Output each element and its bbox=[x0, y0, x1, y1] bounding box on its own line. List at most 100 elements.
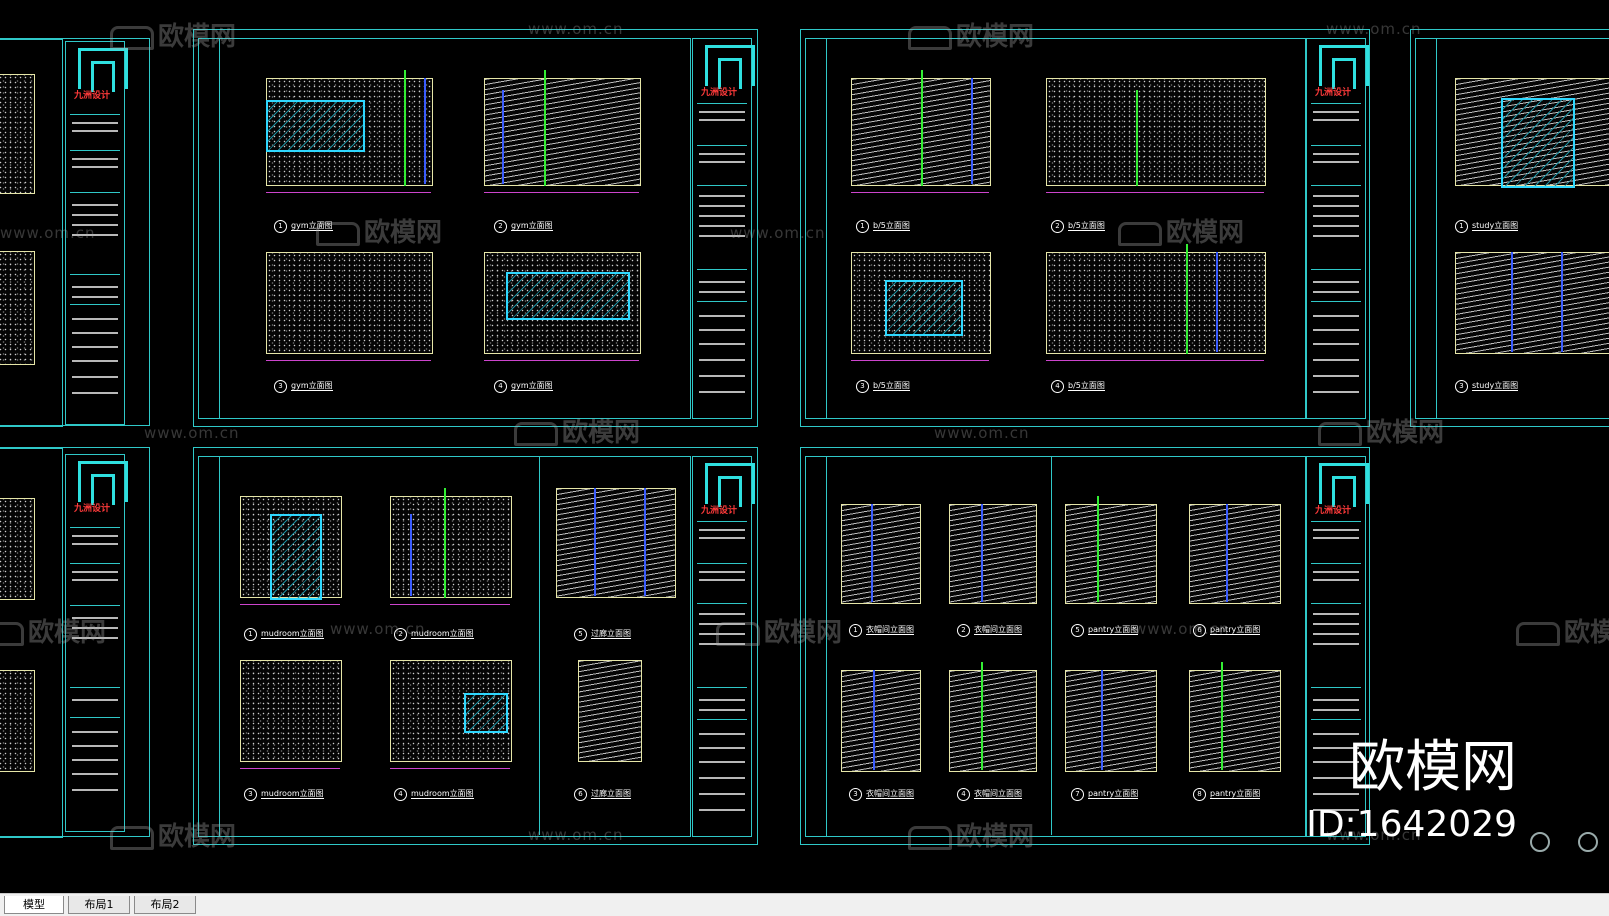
navigation-icon[interactable] bbox=[1530, 832, 1550, 852]
sheet-left-top: 九洲设计 bbox=[0, 38, 150, 427]
window-elevation bbox=[266, 100, 365, 152]
revision-strip bbox=[805, 38, 827, 419]
elevation-drawing bbox=[841, 504, 921, 604]
revision-strip bbox=[198, 456, 220, 837]
revision-strip bbox=[1415, 38, 1437, 419]
firm-logo-icon bbox=[705, 45, 755, 89]
door-elevation bbox=[1501, 98, 1575, 188]
elevation-drawing bbox=[0, 498, 35, 600]
revision-strip bbox=[198, 38, 220, 419]
sofa-logo-icon bbox=[908, 825, 952, 850]
sofa-logo-icon bbox=[514, 421, 558, 446]
elevation-drawing bbox=[240, 660, 342, 762]
door-elevation bbox=[270, 514, 322, 600]
window-elevation bbox=[506, 272, 630, 320]
title-block: 九洲设计 bbox=[692, 38, 755, 419]
sofa-logo-icon bbox=[0, 621, 24, 646]
sheet-border bbox=[1436, 38, 1609, 419]
title-block: 九洲设计 bbox=[1306, 38, 1369, 419]
firm-brand: 九洲设计 bbox=[1315, 88, 1352, 98]
corner-watermark-id: ID:1642029 bbox=[1306, 804, 1517, 845]
tab-model[interactable]: 模型 bbox=[4, 896, 64, 914]
watermark-url: www.om.cn bbox=[1326, 826, 1422, 844]
sofa-logo-icon bbox=[316, 221, 360, 246]
elevation-drawing bbox=[556, 488, 676, 598]
elevation-drawing bbox=[390, 496, 512, 598]
watermark-brand: 欧模网 bbox=[908, 816, 1034, 853]
watermark-brand: 欧模网 bbox=[514, 412, 640, 449]
settings-gear-icon[interactable] bbox=[1578, 832, 1598, 852]
title-block: 九洲设计 bbox=[692, 456, 755, 837]
elevation-drawing bbox=[841, 670, 921, 772]
elevation-drawing bbox=[0, 74, 35, 194]
layout-tab-bar: 模型 布局1 布局2 bbox=[0, 893, 1609, 916]
sofa-logo-icon bbox=[908, 25, 952, 50]
watermark-brand: 欧模网 bbox=[0, 612, 106, 649]
firm-logo-icon bbox=[78, 461, 128, 505]
firm-brand: 九洲设计 bbox=[74, 504, 111, 514]
title-block: 九洲设计 bbox=[1306, 456, 1369, 837]
revision-strip bbox=[805, 456, 827, 837]
elevation-drawing bbox=[0, 670, 35, 772]
watermark-url: www.om.cn bbox=[730, 224, 826, 242]
sheet-divider bbox=[539, 456, 540, 835]
sofa-logo-icon bbox=[110, 25, 154, 50]
watermark-url: www.om.cn bbox=[1134, 620, 1230, 638]
elevation-drawing bbox=[1455, 252, 1609, 354]
watermark-url: www.om.cn bbox=[528, 20, 624, 38]
firm-logo-icon bbox=[1319, 45, 1369, 89]
sheet-border bbox=[0, 39, 63, 427]
watermark-url: www.om.cn bbox=[0, 224, 96, 242]
firm-brand: 九洲设计 bbox=[701, 88, 738, 98]
sofa-logo-icon bbox=[1516, 621, 1560, 646]
corner-watermark-brand: 欧模网 bbox=[1349, 735, 1517, 800]
firm-logo-icon bbox=[78, 48, 128, 92]
watermark-brand: 欧模网 bbox=[1318, 412, 1444, 449]
sheet-border bbox=[0, 448, 63, 838]
firm-brand: 九洲设计 bbox=[701, 506, 738, 516]
watermark-brand: 欧模网 bbox=[908, 16, 1034, 53]
sofa-logo-icon bbox=[1318, 421, 1362, 446]
elevation-drawing bbox=[1189, 670, 1281, 772]
tab-layout1[interactable]: 布局1 bbox=[68, 896, 130, 914]
tab-layout2[interactable]: 布局2 bbox=[134, 896, 196, 914]
title-block: 九洲设计 bbox=[65, 41, 128, 425]
elevation-drawing bbox=[0, 251, 35, 365]
watermark-url: www.om.cn bbox=[528, 826, 624, 844]
sofa-logo-icon bbox=[1118, 221, 1162, 246]
watermark-url: www.om.cn bbox=[934, 424, 1030, 442]
firm-brand: 九洲设计 bbox=[1315, 506, 1352, 516]
sofa-logo-icon bbox=[110, 825, 154, 850]
elevation-drawing bbox=[1046, 78, 1266, 186]
elevation-drawing bbox=[484, 78, 641, 186]
watermark-url: www.om.cn bbox=[330, 620, 426, 638]
title-block: 九洲设计 bbox=[65, 454, 128, 832]
firm-logo-icon bbox=[1319, 463, 1369, 507]
elevation-drawing bbox=[1065, 504, 1157, 604]
watermark-brand: 欧模网 bbox=[316, 212, 442, 249]
watermark-brand: 欧模网 bbox=[716, 612, 842, 649]
elevation-drawing bbox=[949, 504, 1037, 604]
